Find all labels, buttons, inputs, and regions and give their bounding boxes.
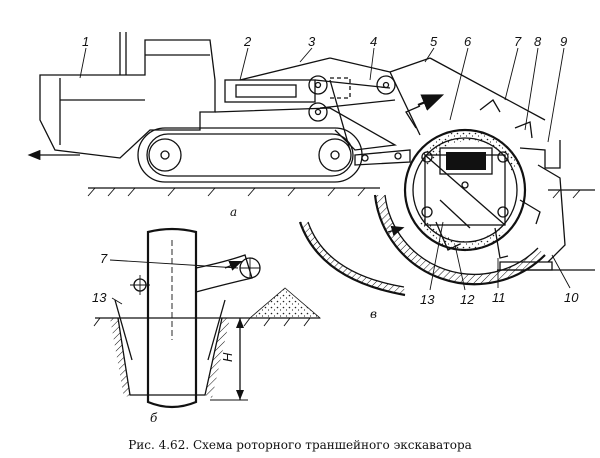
cutting-path-view xyxy=(298,221,406,297)
rotor-wheel xyxy=(403,99,561,259)
label-b: б xyxy=(150,411,158,425)
callout-11: 11 xyxy=(492,290,506,305)
label-v: в xyxy=(370,307,377,321)
inset-callout-13: 13 xyxy=(92,290,107,305)
depth-label: Н xyxy=(220,352,235,362)
callout-12: 12 xyxy=(460,292,475,307)
trench-guard xyxy=(373,164,566,286)
callout-13: 13 xyxy=(420,292,435,307)
conveyor-arrow xyxy=(417,94,445,111)
trench-section-view: 7 13 Н б xyxy=(92,227,322,425)
leader-lines xyxy=(79,47,571,291)
boom-frame xyxy=(214,57,546,166)
tractor-body xyxy=(39,32,216,159)
main-view: 1 2 3 4 5 6 7 8 9 10 11 12 13 а в xyxy=(27,32,595,321)
callout-8: 8 xyxy=(534,34,542,49)
inset-callout-7: 7 xyxy=(100,251,108,266)
callout-4: 4 xyxy=(370,34,377,49)
callout-10: 10 xyxy=(564,290,579,305)
callout-9: 9 xyxy=(560,34,567,49)
figure-caption: Рис. 4.62. Схема роторного траншейного э… xyxy=(128,438,472,452)
label-a: а xyxy=(230,205,237,219)
callout-2: 2 xyxy=(243,34,252,49)
callout-5: 5 xyxy=(430,34,438,49)
callout-1: 1 xyxy=(82,34,89,49)
callout-7: 7 xyxy=(514,34,522,49)
callout-3: 3 xyxy=(308,34,316,49)
callout-6: 6 xyxy=(464,34,472,49)
crawler-track xyxy=(137,127,363,183)
